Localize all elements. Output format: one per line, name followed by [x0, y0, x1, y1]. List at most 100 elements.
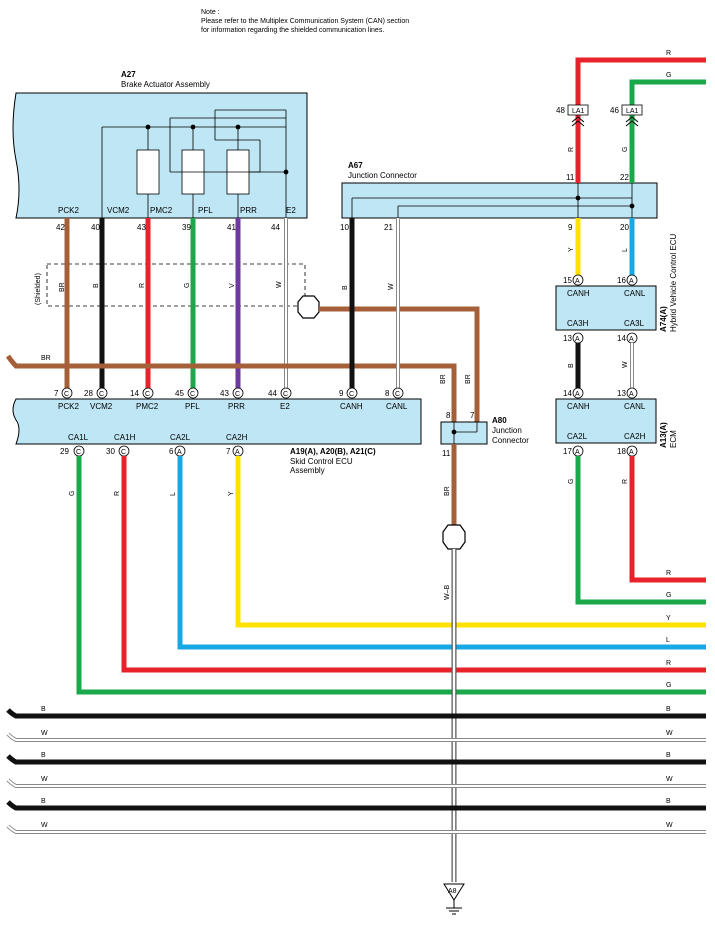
- a74-conn-a-4: A: [629, 336, 634, 343]
- a13-ca2h: CA2H: [624, 432, 646, 441]
- a13-canl-num: 13: [617, 389, 626, 398]
- svg-text:C: C: [64, 391, 69, 398]
- a27-box: [12, 92, 308, 219]
- a80-box: [440, 421, 488, 445]
- a13-name: ECM: [669, 430, 678, 448]
- shield-splice-hexagon: [297, 295, 320, 319]
- svg-text:B: B: [666, 798, 671, 805]
- skid-r-label: R: [114, 491, 121, 496]
- svg-text:CA1H: CA1H: [114, 433, 136, 442]
- a67-r-label: R: [568, 147, 575, 152]
- a67-l-label: L: [622, 248, 629, 252]
- note-title: Note :: [201, 9, 220, 16]
- svg-text:W: W: [666, 776, 673, 783]
- a80-pin-11: 11: [442, 449, 451, 458]
- br-main-wire: [5, 354, 457, 430]
- a13-conn-a-1: A: [575, 391, 580, 398]
- skid-br-label: BR: [41, 355, 51, 362]
- svg-text:B: B: [41, 752, 46, 759]
- a80-br-right-label: BR: [465, 374, 472, 384]
- a80-pin-8: 8: [446, 411, 451, 420]
- shielded-label: (Shielded): [35, 273, 42, 305]
- svg-text:W: W: [666, 822, 673, 829]
- svg-text:LA1: LA1: [626, 108, 639, 115]
- bus-l-label: L: [666, 637, 670, 644]
- skid-top-labels: PCK2 VCM2 PMC2 PFL PRR E2 CANH CANL: [58, 402, 408, 411]
- a13-red-out-wire: [629, 456, 706, 583]
- ground-triangle: [443, 883, 465, 901]
- bottom-bus-labels: B B W W B B W W B B W W: [41, 706, 673, 829]
- a74-ca3l-num: 14: [617, 334, 626, 343]
- svg-text:B: B: [666, 752, 671, 759]
- a13-ca2h-num: 18: [617, 447, 626, 456]
- a74-name: Hybrid Vehicle Control ECU: [669, 234, 678, 332]
- svg-text:B: B: [41, 798, 46, 805]
- ground-icon: [446, 900, 462, 915]
- note-line-2: for information regarding the shielded c…: [201, 27, 384, 34]
- wire-label-w: W: [276, 281, 283, 288]
- svg-text:C: C: [99, 391, 104, 398]
- ca2h-yellow-wire: [235, 456, 706, 628]
- a74-canh: CANH: [567, 289, 590, 298]
- a27-code: A27: [121, 70, 136, 79]
- a74-conn-a-2: A: [629, 278, 634, 285]
- a27-pin-label-pck2: PCK2: [58, 206, 79, 215]
- skid-ecu-box: [12, 398, 422, 445]
- a80-name-2: Connector: [492, 436, 529, 445]
- a13-ca2l: CA2L: [567, 432, 588, 441]
- svg-text:LA1: LA1: [572, 108, 585, 115]
- a67-name: Junction Connector: [348, 171, 417, 180]
- a74-canl: CANL: [624, 289, 646, 298]
- svg-text:C: C: [121, 449, 126, 456]
- a13-canl: CANL: [624, 402, 646, 411]
- a13-canh: CANH: [567, 402, 590, 411]
- svg-text:48: 48: [556, 106, 565, 115]
- a80-down-label: BR: [444, 486, 451, 496]
- a13-box: [555, 398, 657, 444]
- a27-pin-label-pmc2: PMC2: [150, 206, 173, 215]
- skid-l-label: L: [170, 492, 177, 496]
- bus-r-label: R: [666, 660, 671, 667]
- ca1l-green-wire: [76, 456, 706, 695]
- top-red-wire: [575, 57, 706, 183]
- svg-text:30: 30: [106, 447, 115, 456]
- a67-code: A67: [348, 161, 363, 170]
- skid-code: A19(A), A20(B), A21(C): [290, 447, 376, 456]
- a27-wires: [64, 218, 288, 388]
- svg-text:C: C: [349, 391, 354, 398]
- a13-green-out-wire: [575, 456, 706, 605]
- svg-text:CA2L: CA2L: [170, 433, 191, 442]
- svg-text:CANL: CANL: [386, 402, 408, 411]
- svg-text:A: A: [235, 449, 240, 456]
- wire-label-b: B: [93, 283, 100, 288]
- a67-pin-20: 20: [620, 223, 629, 232]
- a13-conn-a-3: A: [575, 449, 580, 456]
- svg-text:B: B: [666, 706, 671, 713]
- a74-canh-num: 15: [563, 276, 572, 285]
- svg-text:C: C: [235, 391, 240, 398]
- skid-bottom-labels: CA1L CA1H CA2L CA2H: [68, 433, 248, 442]
- ca1h-red-wire: [121, 456, 706, 673]
- a27-pin-num-43: 43: [137, 223, 146, 232]
- svg-text:7: 7: [54, 389, 59, 398]
- svg-text:PFL: PFL: [185, 402, 200, 411]
- ground-splice-hexagon: [442, 524, 466, 550]
- svg-text:14: 14: [130, 389, 139, 398]
- a27-pin-num-42: 42: [56, 223, 65, 232]
- a27-name: Brake Actuator Assembly: [121, 80, 210, 89]
- a67-pin-21: 21: [384, 223, 393, 232]
- svg-text:CA1L: CA1L: [68, 433, 89, 442]
- svg-text:W: W: [41, 730, 48, 737]
- wire-label-g: G: [184, 283, 191, 288]
- a67-box: [341, 182, 658, 219]
- a13-code: A13(A): [659, 422, 668, 448]
- svg-text:7: 7: [226, 447, 231, 456]
- svg-text:PRR: PRR: [228, 402, 245, 411]
- skid-bottom-pins: 29 C 30 C 6 A 7 A: [60, 445, 244, 457]
- a67-y-label: Y: [568, 247, 575, 252]
- la1-left-connector: LA1 48: [556, 104, 589, 127]
- shield-box: [46, 263, 306, 307]
- la1-right-connector: LA1 46: [610, 104, 643, 127]
- a80-pin-7: 7: [470, 411, 475, 420]
